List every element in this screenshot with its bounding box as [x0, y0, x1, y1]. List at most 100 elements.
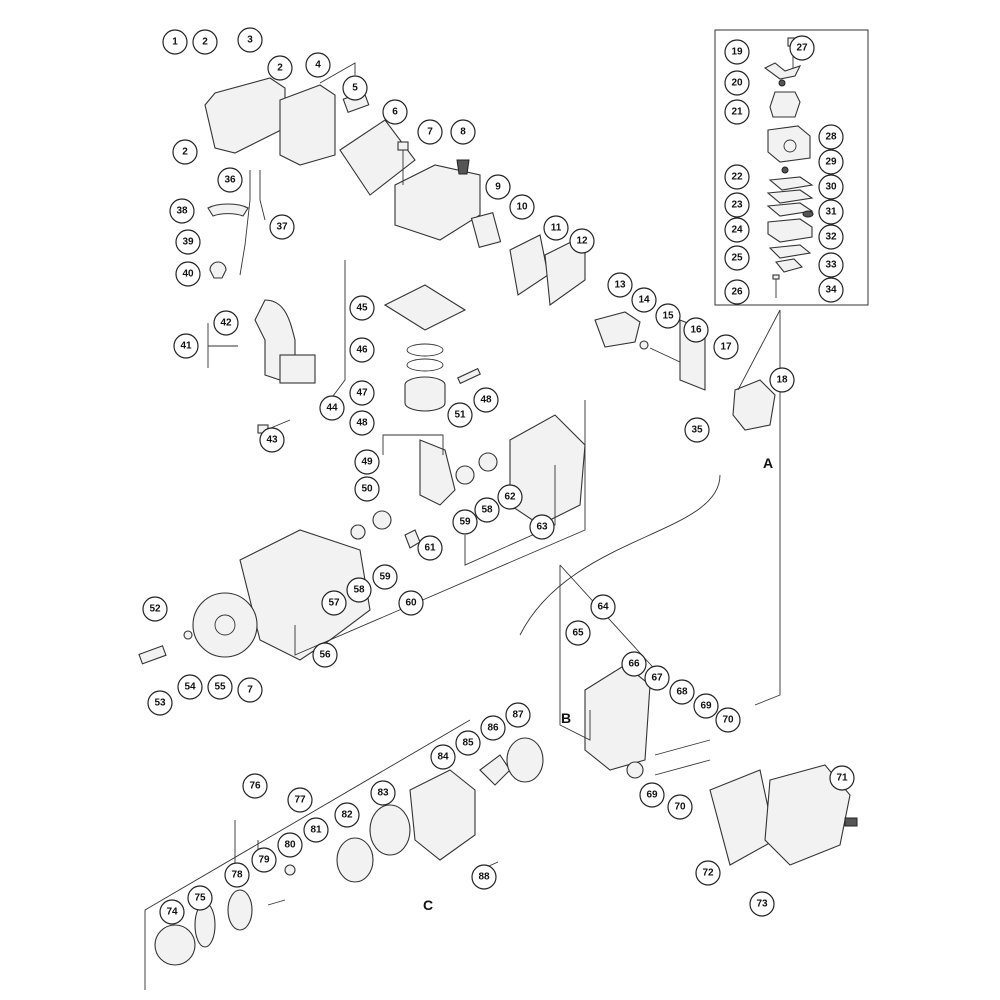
callout-number: 88 — [478, 872, 490, 883]
callout-circle — [667, 794, 693, 820]
callout-circle — [480, 715, 506, 741]
carburetor-inset-frame — [714, 29, 869, 306]
callout-number: 24 — [731, 225, 743, 236]
callout-number: 26 — [731, 287, 743, 298]
callout-circle — [450, 119, 476, 145]
callout-circle — [471, 864, 497, 890]
part-callout-86: 86 — [480, 715, 506, 741]
callout-circle — [818, 124, 844, 150]
callout-circle — [175, 229, 201, 255]
callout-number: 39 — [182, 237, 194, 248]
callout-number: 7 — [247, 685, 253, 696]
callout-circle — [565, 620, 591, 646]
callout-number: 42 — [220, 318, 232, 329]
callout-number: 19 — [731, 47, 743, 58]
callout-number: 56 — [319, 650, 331, 661]
callout-number: 69 — [646, 790, 658, 801]
callout-circle — [277, 832, 303, 858]
callout-number: 33 — [825, 260, 837, 271]
callout-number: 50 — [361, 484, 373, 495]
part-callout-60: 60 — [398, 590, 424, 616]
part-callout-17: 17 — [713, 334, 739, 360]
callout-number: 15 — [662, 311, 674, 322]
part-callout-61: 61 — [417, 535, 443, 561]
callout-number: 38 — [176, 206, 188, 217]
callout-number: 59 — [379, 572, 391, 583]
callout-circle — [724, 245, 750, 271]
ignition-parts — [207, 170, 316, 434]
callout-circle — [724, 70, 750, 96]
part-callout-3: 3 — [237, 27, 263, 53]
callout-circle — [474, 497, 500, 523]
callout-number: 75 — [194, 893, 206, 904]
part-callout-57: 57 — [321, 590, 347, 616]
callout-number: 5 — [352, 83, 358, 94]
callout-circle — [430, 744, 456, 770]
callout-circle — [321, 590, 347, 616]
part-callout-59: 59 — [372, 564, 398, 590]
callout-circle — [334, 802, 360, 828]
callout-circle — [147, 690, 173, 716]
callout-number: 21 — [731, 107, 743, 118]
part-callout-27: 27 — [789, 35, 815, 61]
callout-number: 85 — [462, 738, 474, 749]
part-callout-62: 62 — [497, 484, 523, 510]
part-callout-16: 16 — [683, 317, 709, 343]
callout-circle — [312, 642, 338, 668]
part-callout-29: 29 — [818, 149, 844, 175]
part-callout-48: 48 — [473, 387, 499, 413]
part-callout-6: 6 — [382, 99, 408, 125]
part-callout-14: 14 — [631, 287, 657, 313]
part-callout-70: 70 — [667, 794, 693, 820]
part-callout-82: 82 — [334, 802, 360, 828]
part-callout-67: 67 — [644, 665, 670, 691]
callout-number: 51 — [454, 410, 466, 421]
part-callout-7: 7 — [417, 119, 443, 145]
callout-number: 84 — [437, 752, 449, 763]
callout-circle — [621, 651, 647, 677]
callout-circle — [505, 702, 531, 728]
part-callout-37: 37 — [269, 214, 295, 240]
part-callout-54: 54 — [177, 674, 203, 700]
part-callout-83: 83 — [370, 780, 396, 806]
callout-circle — [829, 765, 855, 791]
callout-number: 9 — [495, 182, 501, 193]
callout-circle — [485, 174, 511, 200]
connection-label-C: C — [423, 897, 433, 913]
callout-number: 60 — [405, 598, 417, 609]
part-callout-75: 75 — [187, 885, 213, 911]
callout-circle — [349, 337, 375, 363]
part-callout-76: 76 — [242, 773, 268, 799]
callout-circle — [267, 55, 293, 81]
callout-number: 20 — [731, 78, 743, 89]
callout-number: 22 — [731, 172, 743, 183]
callout-number: 47 — [356, 388, 368, 399]
part-callout-53: 53 — [147, 690, 173, 716]
callout-circle — [724, 192, 750, 218]
callout-circle — [818, 199, 844, 225]
callout-circle — [473, 387, 499, 413]
callout-circle — [349, 295, 375, 321]
callout-number: 80 — [284, 840, 296, 851]
callout-number: 86 — [487, 723, 499, 734]
part-callout-34: 34 — [818, 277, 844, 303]
callout-number: 13 — [614, 280, 626, 291]
callout-circle — [213, 310, 239, 336]
carburetor-parts — [763, 37, 814, 298]
callout-circle — [187, 885, 213, 911]
engine-top-parts — [204, 77, 781, 431]
callout-number: 48 — [356, 418, 368, 429]
part-callout-44: 44 — [319, 395, 345, 421]
callout-circle — [724, 99, 750, 125]
callout-circle — [251, 847, 277, 873]
part-callout-58: 58 — [346, 577, 372, 603]
callout-number: 37 — [276, 222, 288, 233]
callout-circle — [529, 514, 555, 540]
callout-circle — [749, 891, 775, 917]
part-callout-20: 20 — [724, 70, 750, 96]
callout-number: 63 — [536, 522, 548, 533]
callout-circle — [217, 167, 243, 193]
callout-number: 31 — [825, 207, 837, 218]
callout-number: 82 — [341, 810, 353, 821]
callout-circle — [631, 287, 657, 313]
